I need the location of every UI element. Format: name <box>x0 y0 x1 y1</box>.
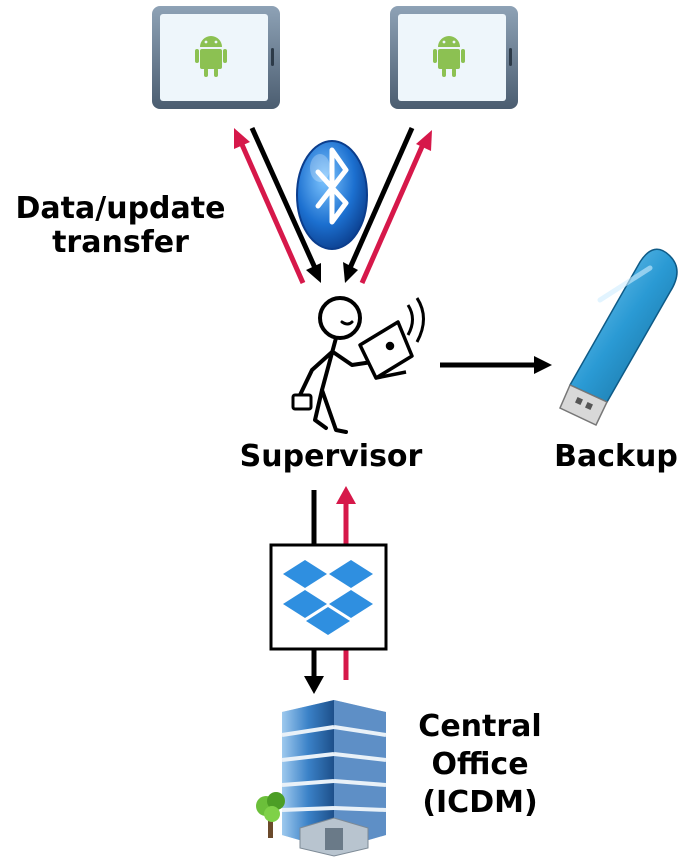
central-office-label: Central Office (ICDM) <box>400 708 560 822</box>
dropbox-icon <box>269 543 388 651</box>
upload-arrow-left <box>234 128 306 285</box>
data-transfer-label: Data/update transfer <box>8 192 233 260</box>
data-transfer-label-line-2: transfer <box>52 225 189 260</box>
tablet-icon <box>152 6 280 109</box>
office-building-icon <box>281 700 387 857</box>
download-arrow-left <box>249 126 321 283</box>
usb-drive-icon <box>559 248 678 426</box>
upload-arrow-right <box>359 130 432 285</box>
download-arrow-right <box>343 126 415 283</box>
central-office-label-line-2: Office <box>431 747 529 782</box>
central-office-label-line-3: (ICDM) <box>422 785 538 820</box>
backup-label: Backup <box>554 439 678 474</box>
stick-figure-icon <box>291 296 374 434</box>
supervisor-label: Supervisor <box>239 439 423 474</box>
bluetooth-icon <box>296 140 368 250</box>
tablet-icon <box>390 6 518 109</box>
laptop-icon <box>358 297 425 380</box>
central-office-label-line-1: Central <box>418 709 542 744</box>
data-transfer-label-line-1: Data/update <box>15 191 226 226</box>
android-icon <box>433 36 465 77</box>
tree-icon <box>256 792 285 838</box>
backup-arrow <box>440 356 552 374</box>
android-icon <box>195 36 227 77</box>
